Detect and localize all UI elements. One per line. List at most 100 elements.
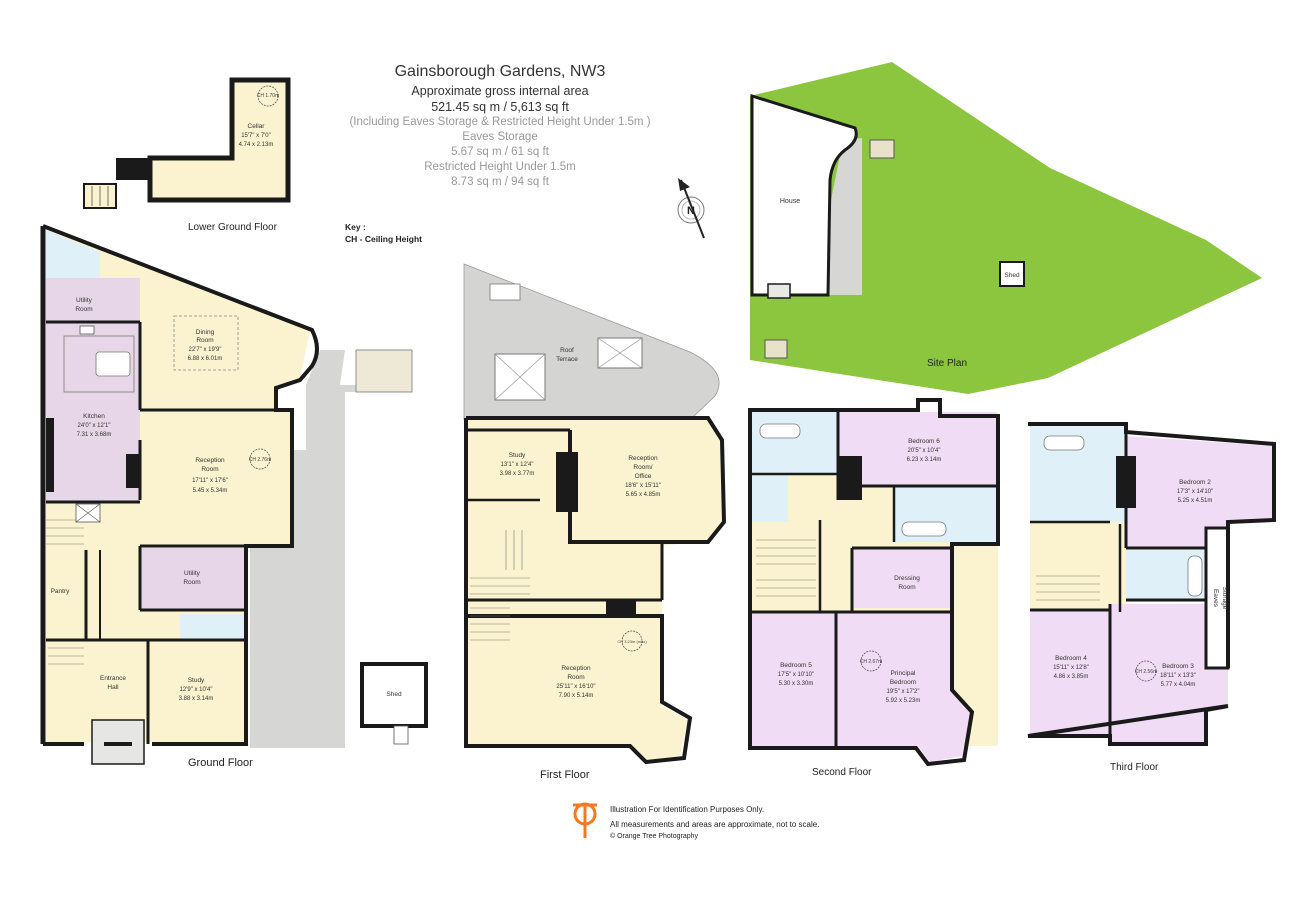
ground-cloakroom: [180, 614, 244, 640]
including-note: (Including Eaves Storage & Restricted He…: [349, 116, 651, 129]
ground-floor-title: Ground Floor: [188, 757, 253, 769]
site-house-label: House: [780, 198, 800, 205]
eaves-storage-area: 5.67 sq m / 61 sq ft: [451, 146, 549, 159]
bedroom6-metric: 6.23 x 3.14m: [907, 457, 942, 463]
third-floor-title: Third Floor: [1110, 762, 1159, 773]
dressing-name2: Room: [898, 584, 915, 591]
kitchen-imperial: 24'0" x 12'1": [78, 423, 111, 429]
garden-path: [828, 138, 862, 295]
principal-name2: Bedroom: [890, 679, 916, 686]
disclaimer: Illustration For Identification Purposes…: [610, 802, 819, 842]
office-name3: Office: [635, 473, 652, 480]
entrance-name2: Hall: [107, 684, 119, 691]
bedroom4-metric: 4.86 x 3.85m: [1054, 674, 1089, 680]
office-imperial: 18'6" x 15'11": [625, 483, 661, 489]
office-name2: Room/: [633, 464, 652, 471]
bedroom4-name: Bedroom 4: [1055, 655, 1087, 662]
utility-room-upper: [46, 278, 140, 322]
cellar-metric: 4.74 x 2.13m: [239, 142, 274, 148]
total-area: 521.45 sq m / 5,613 sq ft: [431, 100, 569, 115]
compass-icon: N: [677, 178, 705, 239]
reception-metric: 5.45 x 5.34m: [193, 488, 228, 494]
utility-upper-name2: Room: [75, 306, 92, 313]
utility-room-lower: [140, 548, 244, 610]
dressing-name: Dressing: [894, 575, 920, 582]
first-reception-ch: CH 3.23m (max): [617, 639, 647, 644]
bedroom3-area: [1110, 604, 1228, 742]
eaves-name2: Storage: [1221, 587, 1228, 610]
study-name: Study: [188, 677, 205, 684]
restricted-height-area: 8.73 sq m / 94 sq ft: [451, 176, 549, 189]
dining-name: Dining: [196, 329, 215, 336]
bedroom2-imperial: 17'3" x 14'10": [1177, 489, 1213, 495]
orange-tree-logo-icon: [573, 802, 597, 838]
site-shed: [999, 261, 1025, 287]
principal-ch: CH 2.67m: [860, 659, 883, 665]
bedroom5-metric: 5.30 x 3.30m: [779, 681, 814, 687]
site-plan: House Shed Site Plan: [750, 62, 1262, 394]
bedroom5-area: [752, 612, 836, 746]
bathroom-second-a: [752, 412, 838, 474]
dining-imperial: 22'7" x 19'9": [189, 347, 222, 353]
utility-upper-name: Utility: [76, 297, 93, 304]
cellar-ch: CH 1.70m: [257, 93, 280, 99]
ground-wc: [46, 230, 100, 278]
eaves-name: Eaves: [1212, 589, 1219, 608]
bedroom3-imperial: 18'11" x 13'3": [1160, 673, 1196, 679]
eaves-label: Eaves: [1212, 589, 1219, 608]
dining-metric: 6.88 x 6.01m: [188, 356, 223, 362]
first-study-name: Study: [509, 452, 526, 459]
bedroom4-imperial: 15'11" x 12'8": [1053, 665, 1089, 671]
terrace-name2: Terrace: [556, 356, 578, 363]
principal-name: Principal: [891, 670, 916, 677]
ground-floor: CH 2.76m Utility Room Dining Room 22'7" …: [40, 224, 413, 765]
second-floor-title: Second Floor: [812, 767, 872, 778]
eaves-storage-label: Eaves Storage: [462, 131, 538, 144]
disclaimer-line2: All measurements and areas are approxima…: [610, 820, 820, 829]
shed-label: Shed: [386, 691, 402, 698]
reception-imperial: 17'11" x 17'6": [192, 478, 228, 484]
pantry-name: Pantry: [51, 588, 71, 595]
first-reception-imperial: 25'11" x 16'10": [556, 684, 595, 690]
key-title: Key :: [345, 222, 366, 232]
ground-outdoor-path: [250, 350, 412, 748]
first-floor-area: [466, 420, 724, 760]
restricted-height-label: Restricted Height Under 1.5m: [424, 161, 576, 174]
page-subtitle: Approximate gross internal area: [411, 83, 589, 98]
site-steps: [764, 339, 788, 359]
dressing-room-area: [852, 548, 952, 608]
first-reception-name: Reception: [561, 665, 591, 672]
bathroom-second-b: [752, 474, 788, 522]
principal-bedroom-area: [836, 612, 970, 762]
reception-name: Reception: [195, 457, 225, 464]
bedroom5-name: Bedroom 5: [780, 662, 812, 669]
disclaimer-line1: Illustration For Identification Purposes…: [610, 805, 765, 814]
compass-letter: N: [687, 205, 695, 217]
first-floor: Roof Terrace CH 3.23m (max) Study 13'1" …: [463, 263, 727, 765]
second-floor: CH 2.67m Bedroom 6 20'5" x 10'4" 6.23 x …: [748, 398, 1000, 767]
disclaimer-line3: © Orange Tree Photography: [610, 833, 699, 840]
principal-imperial: 19'5" x 17'2": [887, 689, 920, 695]
first-floor-walls: [464, 416, 727, 765]
bedroom3-metric: 5.77 x 4.04m: [1161, 682, 1196, 688]
first-study-imperial: 13'1" x 12'4": [501, 462, 534, 468]
shed-plan: Shed: [360, 662, 428, 745]
dining-name2: Room: [196, 337, 213, 344]
site-shed-label: Shed: [1004, 272, 1020, 279]
bedroom4-area: [1030, 612, 1110, 734]
reception-ch: CH 2.76m: [249, 457, 272, 463]
bedroom3-name: Bedroom 3: [1162, 663, 1194, 670]
utility-lower-name2: Room: [183, 579, 200, 586]
bedroom5-imperial: 17'5" x 10'10": [778, 672, 814, 678]
reception-name2: Room: [201, 466, 218, 473]
house-outline: [750, 93, 858, 297]
key-ch: CH - Ceiling Height: [345, 234, 422, 245]
bedroom2-metric: 5.25 x 4.51m: [1178, 498, 1213, 504]
site-plan-title: Site Plan: [927, 358, 967, 369]
bedroom6-name: Bedroom 6: [908, 438, 940, 445]
lower-ground-floor-title: Lower Ground Floor: [188, 222, 277, 233]
office-metric: 5.65 x 4.85m: [626, 492, 661, 498]
third-floor: CH 2.56m Bedroom 2 17'3" x 14'10" 5.25 x…: [1027, 422, 1276, 746]
first-floor-title: First Floor: [540, 769, 590, 781]
study-imperial: 12'9" x 10'4": [180, 687, 213, 693]
